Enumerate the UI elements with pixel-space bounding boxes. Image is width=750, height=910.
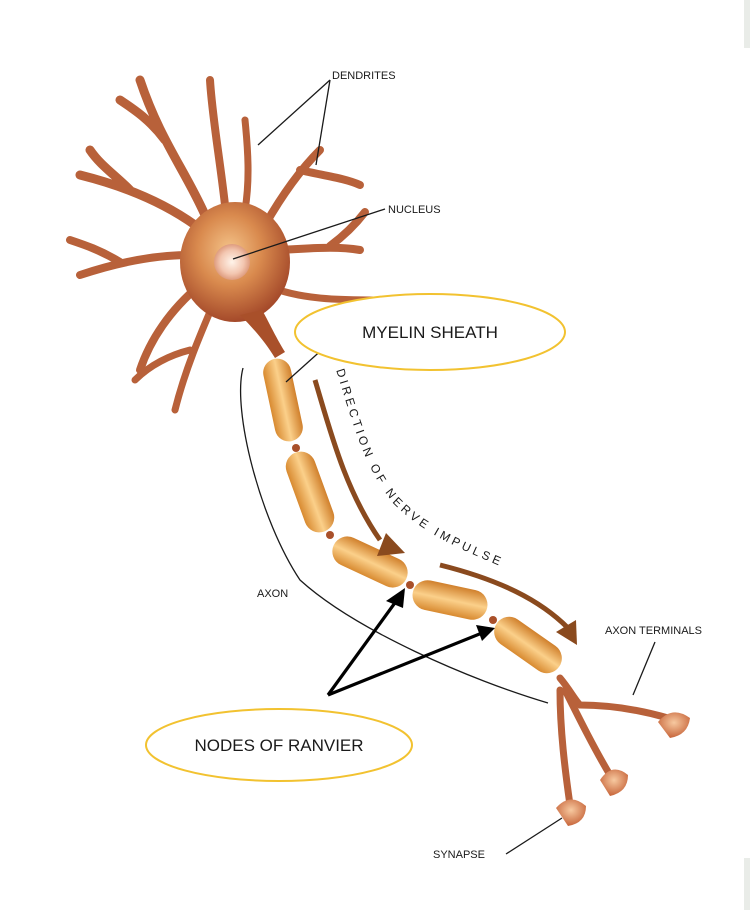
terminal-branch	[561, 686, 614, 779]
axon-hillock	[240, 310, 285, 358]
axon	[263, 358, 562, 674]
dendrite	[115, 75, 210, 220]
dendrite	[241, 116, 252, 214]
myelin-segment	[285, 451, 335, 533]
leader-line-dendrites	[315, 79, 331, 166]
impulse-arrow	[312, 379, 383, 542]
axon-terminals	[556, 674, 672, 809]
leader-line-terminals	[632, 641, 656, 696]
node-of-ranvier	[326, 531, 334, 539]
dendrite	[75, 145, 200, 230]
node-of-ranvier	[406, 581, 414, 589]
synapse-label: SYNAPSE	[433, 849, 485, 861]
axon-bracket	[240, 367, 549, 704]
axon-terminals-label: AXON TERMINALS	[605, 625, 702, 637]
dendrite	[206, 76, 229, 209]
impulse-arrowhead	[377, 533, 405, 556]
nodes-highlight-ellipse	[145, 708, 413, 782]
leader-line-nucleus	[232, 208, 386, 260]
node-of-ranvier	[489, 616, 497, 624]
impulse-arrow	[439, 562, 570, 630]
myelin-highlight-ellipse	[294, 293, 566, 371]
pointer-arrowhead	[476, 625, 495, 641]
impulse-arrowhead	[556, 620, 577, 645]
myelin-segment	[263, 358, 303, 442]
dendrite	[261, 146, 364, 229]
dendrite	[66, 236, 194, 279]
leader-lines	[232, 79, 656, 855]
leader-line-synapse	[505, 817, 563, 855]
node-of-ranvier	[292, 444, 300, 452]
nodes-pointers	[326, 599, 483, 697]
leader-line-dendrites	[257, 79, 331, 146]
myelin-segment	[332, 536, 408, 588]
direction-label: DIRECTION OF NERVE IMPULSE	[333, 367, 506, 570]
synaptic-bulb	[600, 769, 628, 796]
pointer-arrowhead	[386, 588, 405, 608]
myelin-sheath-label: MYELIN SHEATH	[362, 323, 498, 342]
direction-textpath: DIRECTION OF NERVE IMPULSE	[333, 367, 502, 570]
dendrites-label: DENDRITES	[332, 70, 396, 82]
nucleus	[214, 244, 250, 280]
synaptic-bulb	[658, 712, 690, 738]
right-edge-strip	[744, 0, 750, 48]
nucleus-label: NUCLEUS	[388, 204, 441, 216]
myelin-segment	[412, 580, 488, 620]
right-edge-strip-bottom	[744, 858, 750, 910]
terminal-branch	[556, 686, 574, 809]
myelin-segment	[494, 616, 562, 674]
synaptic-bulb	[556, 799, 586, 826]
nodes-of-ranvier-label: NODES OF RANVIER	[194, 736, 363, 755]
axon-label: AXON	[257, 588, 288, 600]
